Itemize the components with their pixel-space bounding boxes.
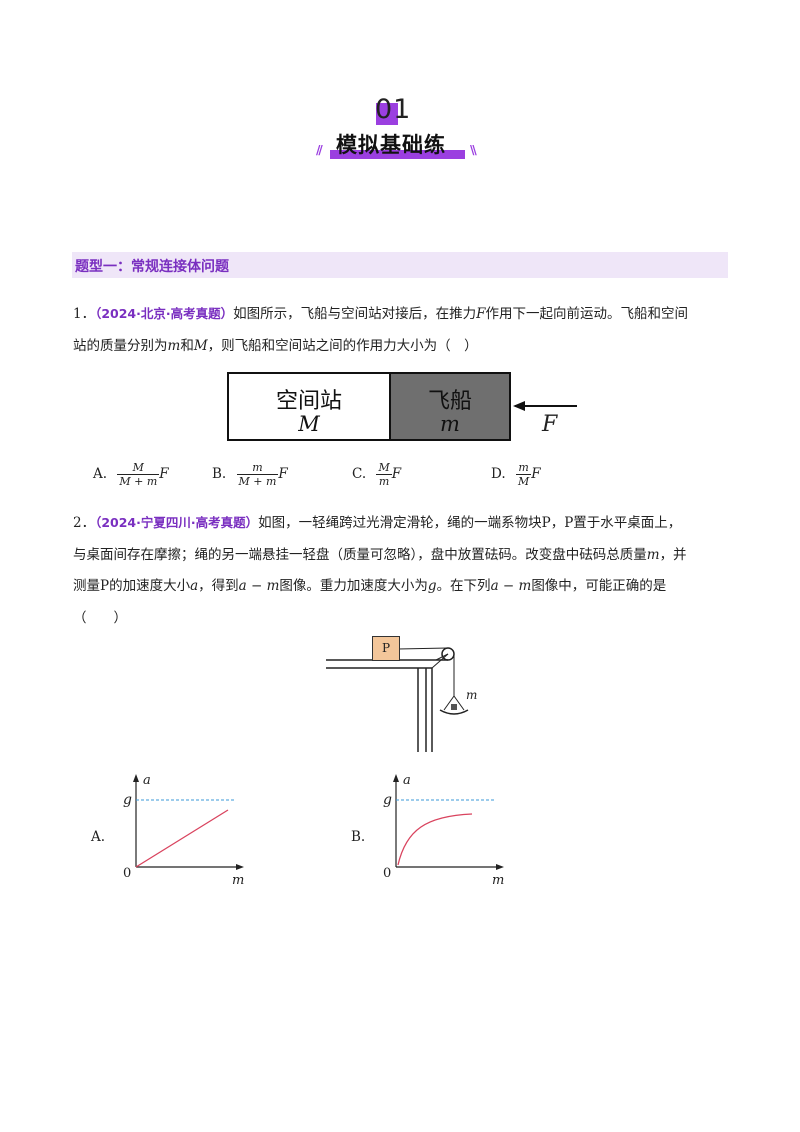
option-a-label: A.: [93, 466, 108, 482]
y-axis-arrow: [133, 774, 139, 782]
section-bar: [72, 252, 728, 278]
option-a-tail: F: [159, 466, 169, 482]
q1-var-m: m: [167, 338, 181, 354]
header-number-accent: [376, 103, 398, 125]
y-axis-label: a: [403, 773, 411, 788]
q2-bracket: （ ）: [73, 610, 127, 626]
q2-text-3c: 图像。重力加速度大小为: [279, 578, 428, 594]
pan-mass-label: m: [466, 688, 478, 702]
q1-text-1b: 作用下一起向前运动。飞船和空间: [485, 306, 689, 322]
q2-var-m: m: [646, 547, 660, 563]
q2-source: （2024·宁夏四川·高考真题）: [95, 515, 259, 530]
header-title-band: [330, 150, 465, 159]
option-d-tail: F: [531, 466, 541, 482]
x-axis-arrow: [496, 864, 504, 870]
q2-var-a: a: [190, 578, 199, 594]
space-station-box: 空间站 M: [227, 372, 391, 441]
q1-text-2a: 站的质量分别为: [73, 338, 168, 354]
x-axis-arrow: [236, 864, 244, 870]
block-p: P: [372, 636, 400, 661]
graph-b-option[interactable]: B.: [351, 829, 366, 845]
option-b-label: B.: [212, 466, 227, 482]
q2-text-3a: 测量P的加速度大小: [73, 578, 191, 594]
q2-text-2b: ，并: [659, 547, 687, 563]
option-c-numerator: M: [376, 461, 392, 475]
force-arrow: [513, 401, 577, 411]
origin-label: 0: [123, 866, 131, 881]
option-c-tail: F: [391, 466, 402, 482]
q2-line-2: 与桌面间存在摩擦；绳的另一端悬挂一轻盘（质量可忽略），盘中放置砝码。改变盘中砝码…: [73, 545, 687, 565]
q2-line-1: 2．（2024·宁夏四川·高考真题）如图，一轻绳跨过光滑定滑轮，绳的一端系物块P…: [73, 513, 681, 533]
g-label: g: [123, 792, 132, 808]
option-c-denominator: m: [378, 475, 390, 488]
header-title: 模拟基础练: [336, 133, 446, 157]
q2-line-3: 测量P的加速度大小a，得到a − m图像。重力加速度大小为g。在下列a − m图…: [73, 576, 666, 596]
curve: [397, 813, 473, 866]
option-b-denominator: M + m: [238, 475, 277, 488]
q2-number: 2．: [73, 515, 96, 531]
q2-am-2: a − m: [490, 578, 532, 594]
q1-text-2b: 和: [180, 338, 194, 354]
y-axis-label: a: [143, 773, 151, 788]
q2-text-3d: 。在下列: [436, 578, 491, 594]
option-d-denominator: M: [517, 475, 530, 488]
header-left-slashes: //: [316, 143, 323, 157]
q1-var-F: F: [476, 306, 486, 322]
station-label: 空间站: [275, 389, 342, 414]
q2-text-3e: 图像中，可能正确的是: [531, 578, 667, 594]
force-label: F: [542, 412, 558, 437]
q2-text-3b: ，得到: [198, 578, 239, 594]
spaceship-box: 飞船 m: [389, 372, 511, 441]
option-b-tail: F: [278, 466, 288, 482]
q2-text-2a: 与桌面间存在摩擦；绳的另一端悬挂一轻盘（质量可忽略），盘中放置砝码。改变盘中砝码…: [73, 547, 647, 563]
pulley-apparatus: [326, 647, 469, 752]
q2-am-1: a − m: [238, 578, 280, 594]
y-axis-arrow: [393, 774, 399, 782]
curve: [135, 809, 229, 868]
x-axis-label: m: [492, 873, 504, 885]
q2-var-g: g: [427, 578, 437, 594]
ship-mass: m: [440, 412, 460, 436]
q1-text-1: 如图所示，飞船与空间站对接后，在推力: [233, 306, 477, 322]
option-d-numerator: m: [515, 461, 532, 475]
q1-line-1: 1．（2024·北京·高考真题）如图所示，飞船与空间站对接后，在推力F作用下一起…: [73, 304, 688, 324]
q1-number: 1．: [73, 306, 96, 322]
q1-text-2c: ，则飞船和空间站之间的作用力大小为（ ）: [207, 338, 478, 354]
section-title: 题型一：常规连接体问题: [75, 259, 229, 275]
option-a-denominator: M + m: [119, 475, 158, 488]
header-right-slashes: \\: [470, 143, 477, 157]
graph-a-option[interactable]: A.: [91, 829, 106, 845]
graph-a: a m 0 g: [123, 773, 244, 885]
option-b-numerator: m: [236, 461, 279, 475]
ship-label: 飞船: [427, 389, 472, 414]
option-a-numerator: M: [117, 461, 160, 475]
q2-text-1: 如图，一轻绳跨过光滑定滑轮，绳的一端系物块P，P置于水平桌面上，: [258, 515, 682, 531]
graph-b: a m 0 g: [383, 773, 504, 885]
header-number: 01: [375, 94, 412, 125]
q1-source: （2024·北京·高考真题）: [95, 306, 234, 321]
x-axis-label: m: [232, 873, 244, 885]
q1-var-M: M: [193, 338, 208, 354]
q1-line-2: 站的质量分别为m和M，则飞船和空间站之间的作用力大小为（ ）: [73, 336, 478, 356]
option-d-label: D.: [491, 466, 506, 482]
option-c-label: C.: [352, 466, 367, 482]
origin-label: 0: [383, 866, 391, 881]
station-mass: M: [298, 412, 320, 436]
g-label: g: [383, 792, 392, 808]
